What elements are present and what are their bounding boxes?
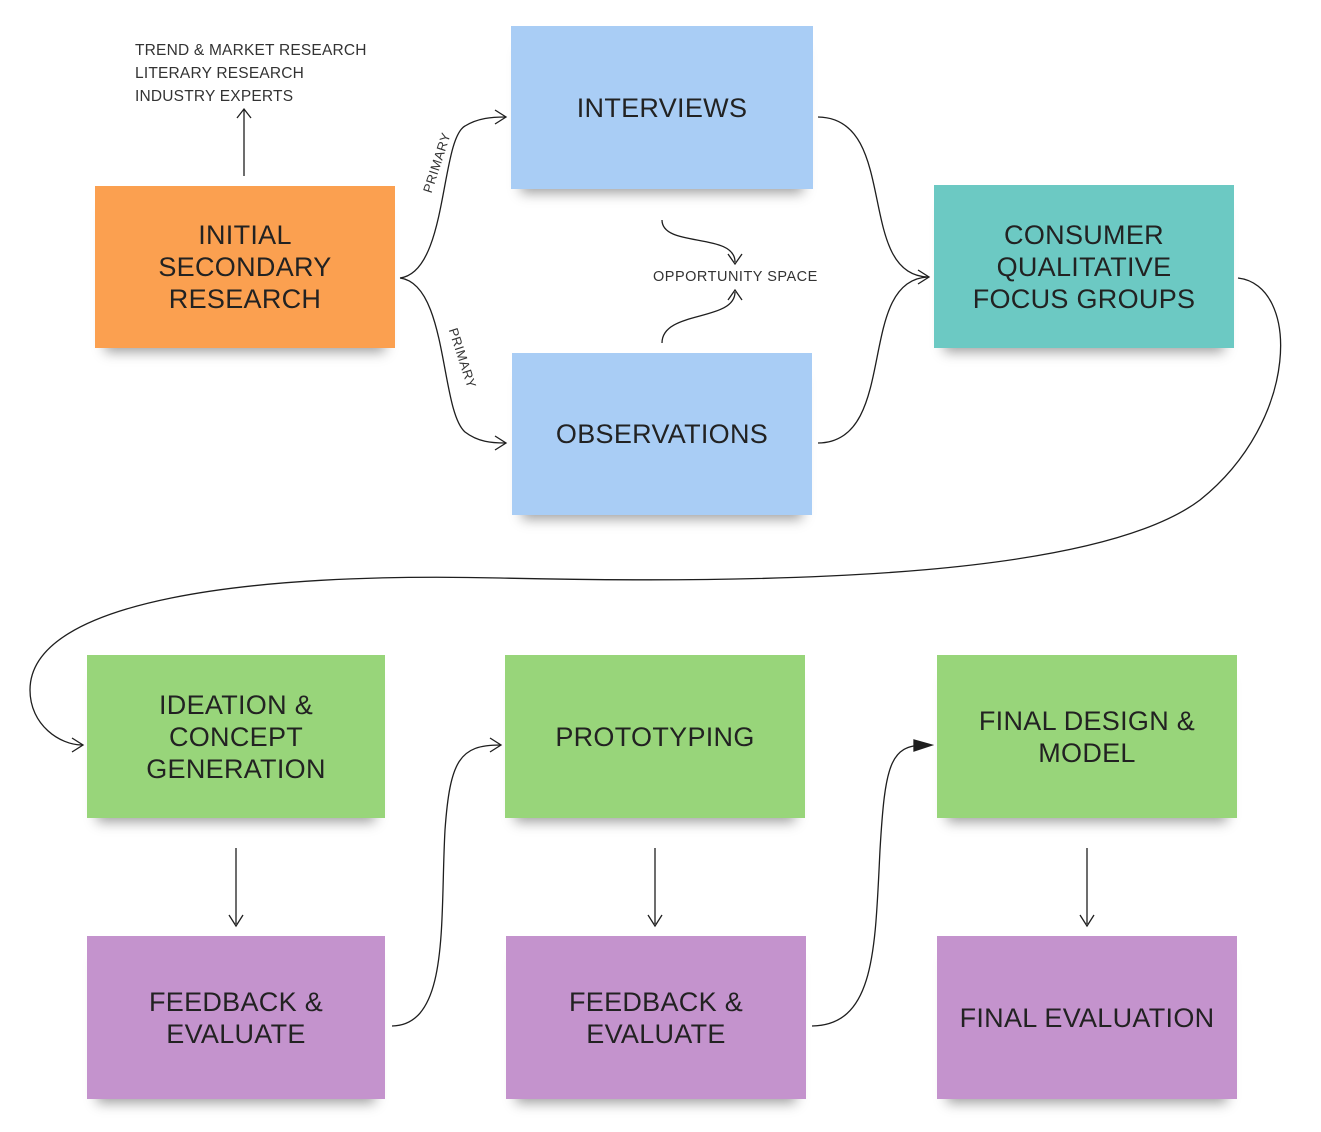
- arrowhead-secondary-to-sources: [236, 107, 252, 119]
- secondary-sources-list: TREND & MARKET RESEARCH LITERARY RESEARC…: [135, 39, 367, 108]
- arrow-interviews-to-focus: [817, 116, 929, 278]
- note-label: INTERVIEWS: [576, 92, 748, 123]
- arrowhead-ideation-to-feedback: [228, 914, 244, 928]
- arrowhead-to-focus: [917, 269, 931, 285]
- note-label: CONSUMER QUALITATIVE FOCUS GROUPS: [972, 219, 1196, 314]
- note-label: FINAL EVALUATION: [959, 1002, 1215, 1033]
- arrow-research-to-observations: [399, 277, 506, 444]
- arrowhead-prototyping-to-feedback: [647, 914, 663, 928]
- arrowhead-opportunity-top: [727, 253, 743, 266]
- note-interviews[interactable]: INTERVIEWS: [511, 26, 813, 189]
- arrowhead-feedback-to-final-design: [913, 739, 935, 752]
- note-feedback-evaluate-2[interactable]: FEEDBACK & EVALUATE: [506, 936, 806, 1099]
- note-label: FINAL DESIGN & MODEL: [978, 705, 1196, 768]
- note-label: OBSERVATIONS: [555, 419, 769, 449]
- note-label: PROTOTYPING: [555, 721, 755, 752]
- note-observations[interactable]: OBSERVATIONS: [512, 353, 812, 515]
- note-final-design[interactable]: FINAL DESIGN & MODEL: [937, 655, 1237, 818]
- source-industry-experts: INDUSTRY EXPERTS: [135, 88, 294, 105]
- note-feedback-evaluate-1[interactable]: FEEDBACK & EVALUATE: [87, 936, 385, 1099]
- note-ideation[interactable]: IDEATION & CONCEPT GENERATION: [87, 655, 385, 818]
- arrowhead-opportunity-bottom: [727, 288, 743, 301]
- note-label: IDEATION & CONCEPT GENERATION: [146, 689, 326, 784]
- note-consumer-focus-groups[interactable]: CONSUMER QUALITATIVE FOCUS GROUPS: [934, 185, 1234, 348]
- arrow-focus-to-ideation: [29, 277, 1282, 746]
- note-initial-secondary-research[interactable]: INITIAL SECONDARY RESEARCH: [95, 186, 395, 348]
- arrow-feedback-to-prototyping: [391, 744, 501, 1027]
- squiggle-opportunity-bottom: [661, 291, 736, 344]
- arrowhead-research-to-observations: [494, 435, 508, 451]
- note-label: INITIAL SECONDARY RESEARCH: [158, 220, 332, 314]
- opportunity-space-label: OPPORTUNITY SPACE: [653, 269, 818, 285]
- arrowhead-research-to-interviews: [494, 109, 508, 125]
- arrowhead-focus-to-ideation: [71, 737, 85, 753]
- note-label: FEEDBACK & EVALUATE: [568, 986, 744, 1049]
- arrow-observations-to-focus: [817, 276, 929, 444]
- arrowhead-final-design-to-evaluation: [1079, 914, 1095, 928]
- source-literary: LITERARY RESEARCH: [135, 65, 305, 82]
- note-label: FEEDBACK & EVALUATE: [148, 986, 324, 1049]
- note-prototyping[interactable]: PROTOTYPING: [505, 655, 805, 818]
- arrow-feedback-to-final-design: [811, 744, 926, 1027]
- arrowhead-feedback-to-prototyping: [489, 737, 503, 753]
- note-final-evaluation[interactable]: FINAL EVALUATION: [937, 936, 1237, 1099]
- source-trend-market: TREND & MARKET RESEARCH: [135, 42, 367, 59]
- arrow-research-to-interviews: [399, 116, 506, 279]
- squiggle-opportunity-top: [661, 219, 736, 263]
